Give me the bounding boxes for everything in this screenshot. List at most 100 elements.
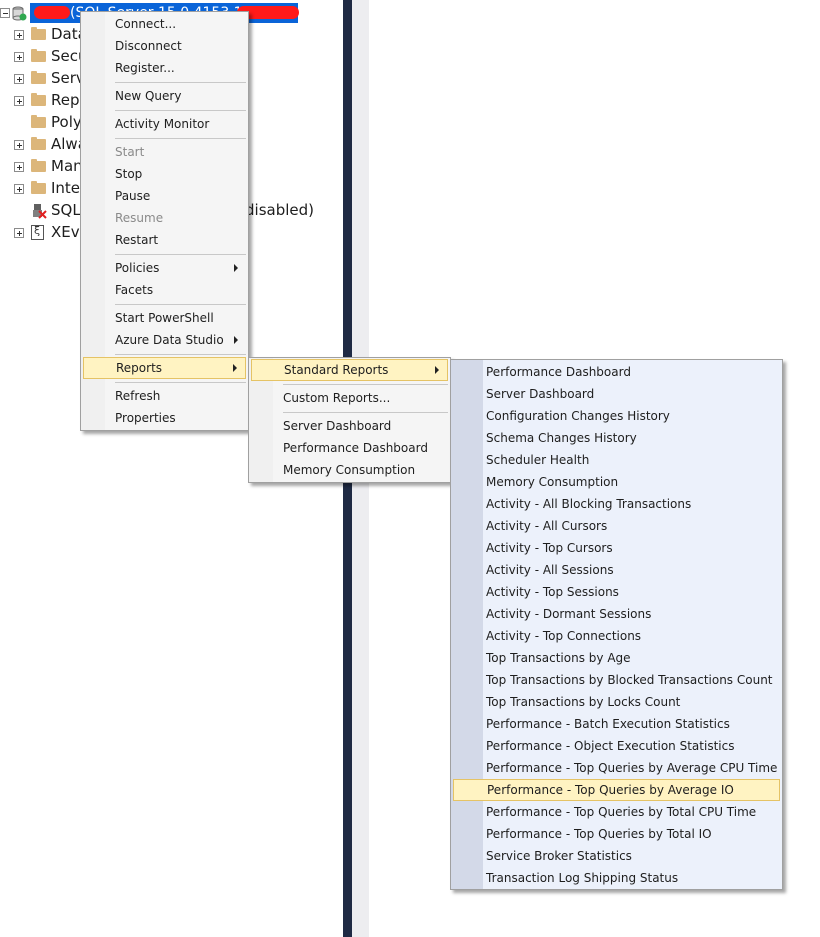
- expand-icon[interactable]: [14, 30, 24, 40]
- menu-separator: [115, 82, 246, 83]
- menu-item-performance-dashboard[interactable]: Performance Dashboard: [283, 441, 428, 455]
- report-item[interactable]: Configuration Changes History: [486, 409, 670, 423]
- report-item[interactable]: Activity - Top Sessions: [486, 585, 619, 599]
- menu-item-pause[interactable]: Pause: [115, 189, 151, 203]
- sql-agent-disabled-icon: [33, 204, 47, 219]
- submenu-arrow-icon: [234, 264, 238, 272]
- tree-node-label: Repl: [51, 91, 84, 109]
- expand-icon[interactable]: [14, 74, 24, 84]
- folder-icon: [31, 137, 46, 150]
- expand-icon[interactable]: [14, 184, 24, 194]
- report-item-highlighted[interactable]: Performance - Top Queries by Average IO: [453, 779, 780, 801]
- tree-node-xevent[interactable]: XEve: [0, 222, 345, 244]
- expand-icon[interactable]: [14, 162, 24, 172]
- menu-separator: [115, 138, 246, 139]
- xevent-icon: [31, 224, 44, 240]
- folder-icon: [31, 181, 46, 194]
- report-item[interactable]: Activity - Top Connections: [486, 629, 642, 643]
- report-item[interactable]: Top Transactions by Locks Count: [486, 695, 681, 709]
- tree-node-label: Data: [51, 25, 87, 43]
- menu-item-start: Start: [115, 145, 145, 159]
- report-item[interactable]: Performance - Object Execution Statistic…: [486, 739, 735, 753]
- report-item[interactable]: Service Broker Statistics: [486, 849, 632, 863]
- redaction-mark: [34, 6, 70, 19]
- menu-item-properties[interactable]: Properties: [115, 411, 176, 425]
- tree-node-server-objects[interactable]: Serv: [0, 68, 345, 90]
- database-server-icon: [12, 6, 27, 21]
- reports-submenu: Standard Reports Custom Reports... Serve…: [248, 357, 451, 483]
- tree-node-label: Alwa: [51, 135, 87, 153]
- expand-icon[interactable]: [14, 228, 24, 238]
- report-item[interactable]: Activity - All Cursors: [486, 519, 608, 533]
- expand-icon[interactable]: [14, 140, 24, 150]
- expand-icon[interactable]: [14, 52, 24, 62]
- menu-item-new-query[interactable]: New Query: [115, 89, 182, 103]
- tree-node-polybase[interactable]: Poly: [0, 112, 345, 134]
- menu-item-disconnect[interactable]: Disconnect: [115, 39, 182, 53]
- tree-node-sql-agent[interactable]: SQL disabled): [0, 200, 345, 222]
- menu-item-activity-monitor[interactable]: Activity Monitor: [115, 117, 210, 131]
- redaction-mark: [237, 6, 299, 19]
- folder-icon: [31, 115, 46, 128]
- menu-item-custom-reports[interactable]: Custom Reports...: [283, 391, 391, 405]
- report-item[interactable]: Memory Consumption: [486, 475, 619, 489]
- tree-node-label: XEve: [51, 223, 89, 241]
- menu-separator: [283, 384, 448, 385]
- menu-item-policies[interactable]: Policies: [83, 257, 246, 279]
- report-item[interactable]: Activity - All Sessions: [486, 563, 614, 577]
- tree-node-label: Integ: [51, 179, 90, 197]
- submenu-arrow-icon: [234, 336, 238, 344]
- tree-node-label: Poly: [51, 113, 82, 131]
- report-item[interactable]: Performance - Top Queries by Total IO: [486, 827, 712, 841]
- menu-item-reports[interactable]: Reports: [83, 357, 246, 379]
- menu-item-restart[interactable]: Restart: [115, 233, 159, 247]
- folder-icon: [31, 27, 46, 40]
- tree-node-replication[interactable]: Repl: [0, 90, 345, 112]
- report-item[interactable]: Performance Dashboard: [486, 365, 631, 379]
- menu-separator: [115, 304, 246, 305]
- collapse-icon[interactable]: [0, 8, 10, 18]
- tree-node-databases[interactable]: Data: [0, 24, 345, 46]
- report-item[interactable]: Performance - Top Queries by Total CPU T…: [486, 805, 757, 819]
- menu-item-azure-data-studio[interactable]: Azure Data Studio: [83, 329, 246, 351]
- expand-icon[interactable]: [14, 96, 24, 106]
- menu-item-connect[interactable]: Connect...: [115, 17, 177, 31]
- report-item[interactable]: Performance - Batch Execution Statistics: [486, 717, 730, 731]
- tree-node-label: SQL: [51, 201, 81, 219]
- report-item[interactable]: Server Dashboard: [486, 387, 595, 401]
- menu-item-stop[interactable]: Stop: [115, 167, 143, 181]
- tree-node-security[interactable]: Secu: [0, 46, 345, 68]
- menu-separator: [115, 382, 246, 383]
- agent-status-label: disabled): [245, 201, 314, 219]
- tree-node-label: Man: [51, 157, 83, 175]
- tree-node-integration[interactable]: Integ: [0, 178, 345, 200]
- menu-item-memory-consumption[interactable]: Memory Consumption: [283, 463, 416, 477]
- folder-icon: [31, 159, 46, 172]
- tree-node-always-on[interactable]: Alwa: [0, 134, 345, 156]
- report-item[interactable]: Activity - Dormant Sessions: [486, 607, 652, 621]
- submenu-arrow-icon: [435, 366, 439, 374]
- folder-icon: [31, 93, 46, 106]
- report-item[interactable]: Schema Changes History: [486, 431, 637, 445]
- tree-node-label: Secu: [51, 47, 88, 65]
- folder-icon: [31, 71, 46, 84]
- menu-separator: [115, 110, 246, 111]
- menu-item-start-powershell[interactable]: Start PowerShell: [115, 311, 214, 325]
- menu-item-standard-reports[interactable]: Standard Reports: [251, 359, 448, 381]
- report-item[interactable]: Top Transactions by Age: [486, 651, 631, 665]
- report-item[interactable]: Scheduler Health: [486, 453, 590, 467]
- report-item[interactable]: Transaction Log Shipping Status: [486, 871, 679, 885]
- menu-item-refresh[interactable]: Refresh: [115, 389, 161, 403]
- report-item[interactable]: Top Transactions by Blocked Transactions…: [486, 673, 773, 687]
- tree-node-label: Serv: [51, 69, 85, 87]
- menu-item-resume: Resume: [115, 211, 164, 225]
- menu-item-server-dashboard[interactable]: Server Dashboard: [283, 419, 392, 433]
- folder-icon: [31, 49, 46, 62]
- tree-node-management[interactable]: Man: [0, 156, 345, 178]
- report-item[interactable]: Activity - All Blocking Transactions: [486, 497, 692, 511]
- report-item[interactable]: Performance - Top Queries by Average CPU…: [486, 761, 778, 775]
- menu-item-register[interactable]: Register...: [115, 61, 175, 75]
- menu-separator: [115, 254, 246, 255]
- report-item[interactable]: Activity - Top Cursors: [486, 541, 613, 555]
- menu-item-facets[interactable]: Facets: [115, 283, 154, 297]
